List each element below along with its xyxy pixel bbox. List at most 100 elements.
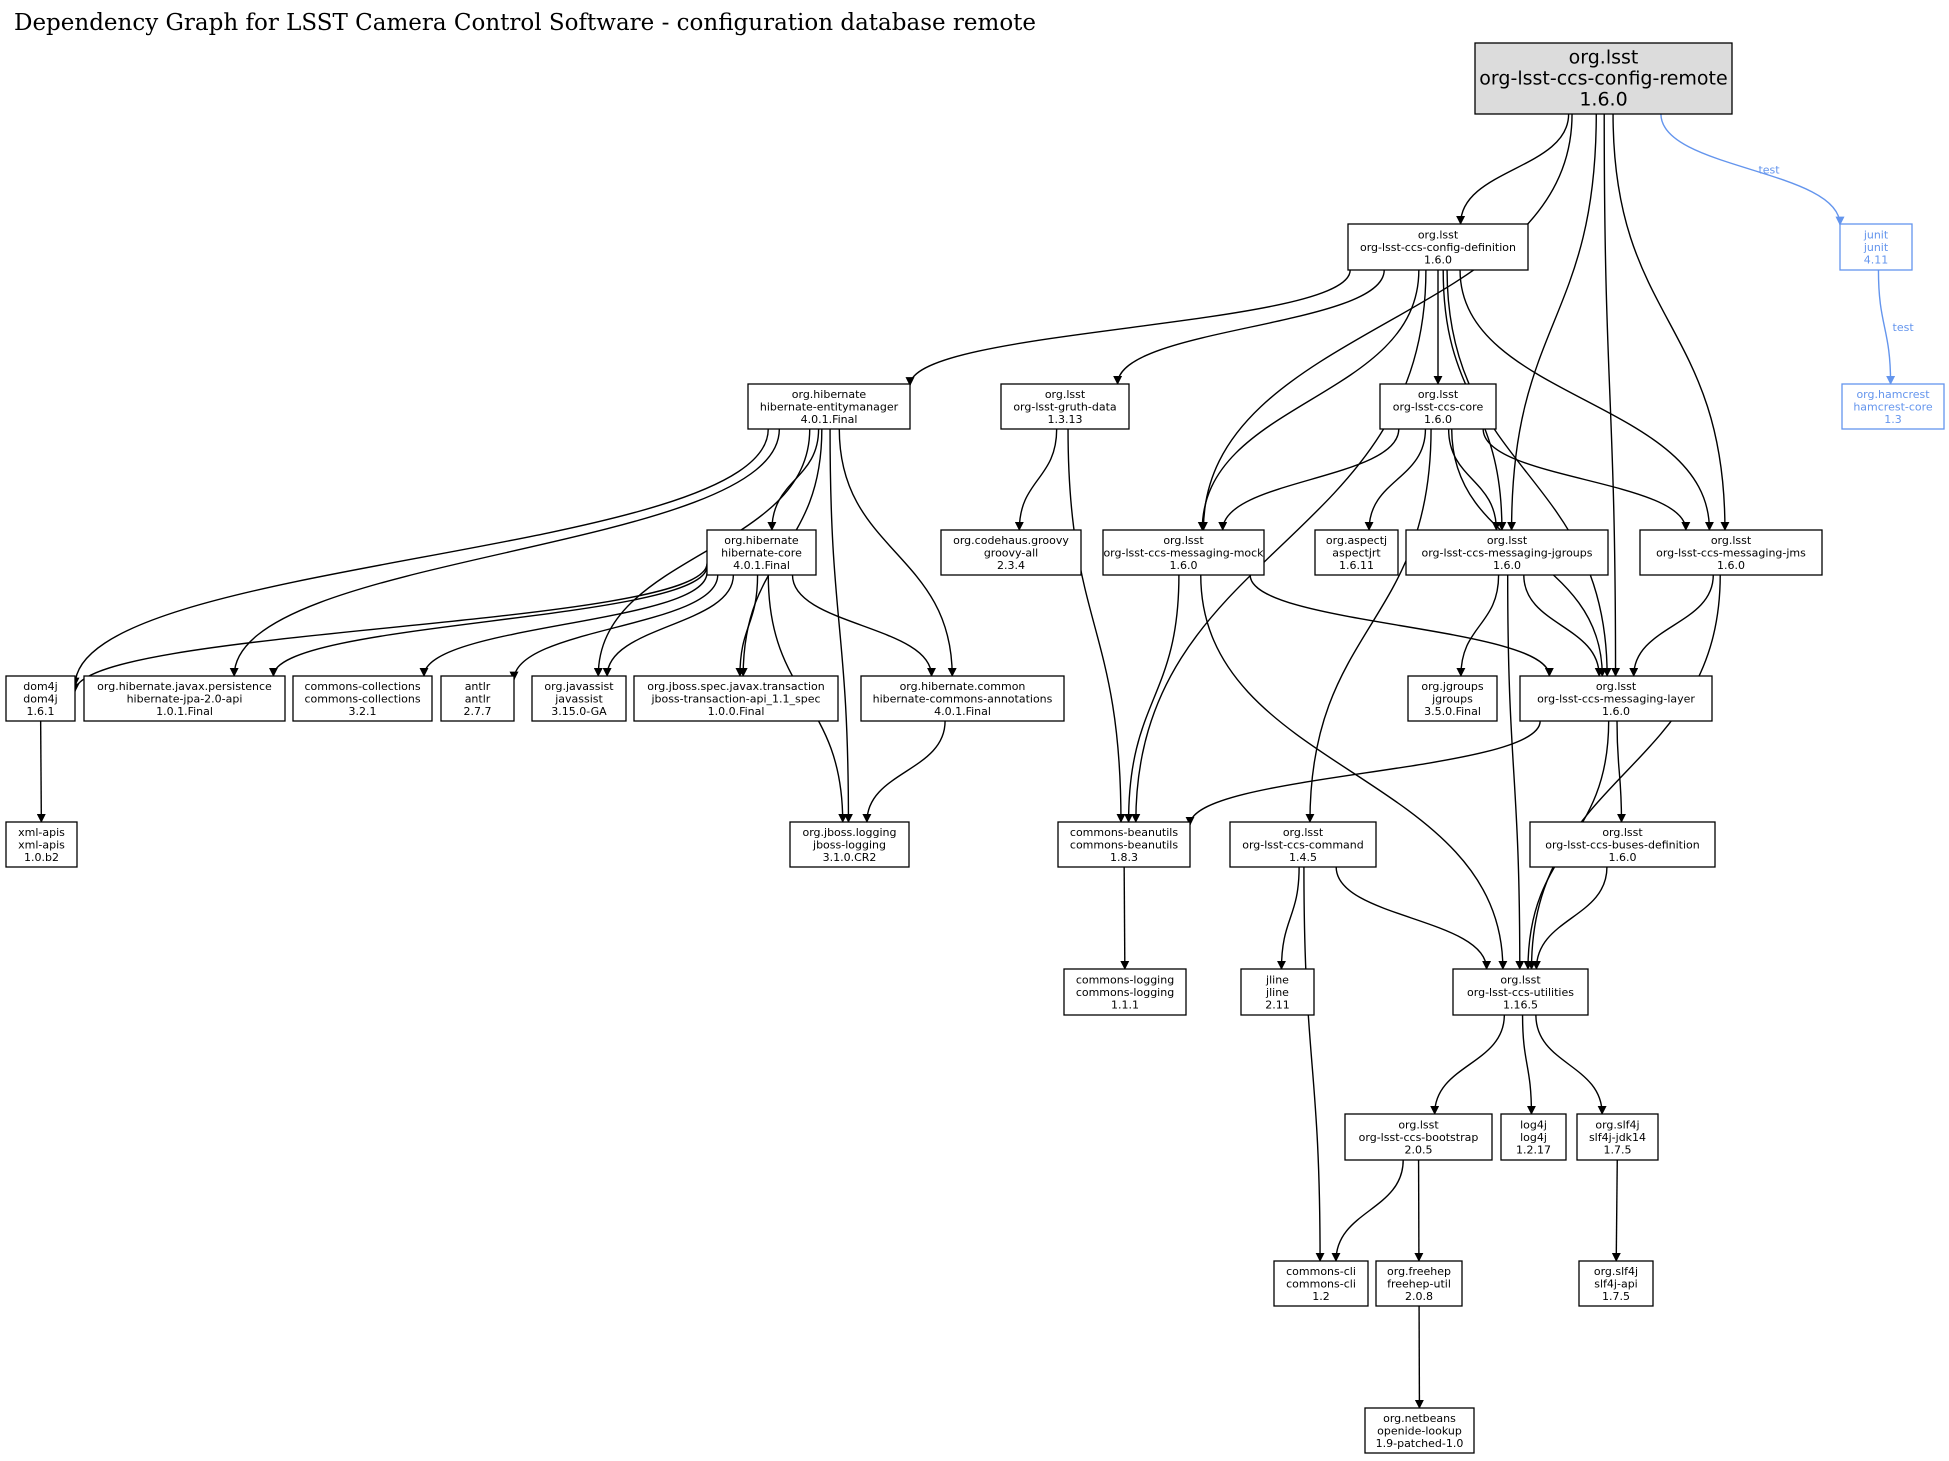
node-artifact-label: junit [1863,241,1889,254]
edge-layer-to-buses [1616,720,1626,823]
node-org-lsst-ccs-config-definition: org.lsstorg-lsst-ccs-config-definition1.… [1347,223,1529,271]
node-version-label: 1.6.0 [1170,559,1198,572]
edge-cfgdef-to-hem [905,269,1351,387]
node-version-label: 1.6.1 [27,705,55,718]
node-artifact-label: org-lsst-ccs-core [1393,401,1484,414]
node-group-label: commons-collections [304,680,420,693]
node-group-label: junit [1863,229,1889,242]
node-group-label: org.lsst [1418,229,1459,242]
node-group-label: org.lsst [1045,388,1086,401]
edge-hcore-to-javassist [602,574,735,677]
node-group-label: org.slf4j [1594,1265,1638,1278]
node-artifact-label: org-lsst-ccs-utilities [1467,986,1574,999]
edge-buses-to-utils [1531,866,1608,970]
node-version-label: 3.5.0.Final [1424,705,1481,718]
node-artifact-label: commons-collections [304,693,420,706]
node-box-jgroups [1407,675,1498,722]
node-version-label: 1.2.17 [1516,1144,1551,1157]
node-box-org-lsst-ccs-command [1229,821,1377,868]
node-version-label: 1.6.0 [1424,413,1452,426]
edge-root-to-jgroupsmsg [1507,113,1597,531]
edge-junit-to-hamcrest [1877,269,1896,385]
node-version-label: 3.15.0-GA [551,705,607,718]
node-artifact-label: org-lsst-ccs-config-definition [1360,241,1516,254]
node-box-org-lsst-ccs-messaging-jms [1639,529,1823,576]
node-box-openide-lookup [1364,1407,1475,1454]
node-group-label: org.lsst [1163,534,1204,547]
edge-dom4j-to-xmlapis [36,720,46,823]
node-box-commons-beanutils [1057,821,1191,868]
edge-root-to-mock [1198,113,1573,531]
edge-cfgdef-to-beanutils [1131,269,1427,823]
node-version-label: 1.3.13 [1048,413,1083,426]
node-version-label: 1.6.0 [1717,559,1745,572]
node-group-label: commons-cli [1286,1265,1356,1278]
node-box-javassist [531,675,627,722]
node-artifact-label: groovy-all [984,547,1038,560]
node-group-label: log4j [1520,1119,1547,1132]
node-group-label: org.codehaus.groovy [953,534,1069,547]
edge-cfgdef-to-gruth [1113,269,1385,385]
node-version-label: 1.1.1 [1111,999,1139,1012]
node-artifact-label: org-lsst-ccs-messaging-mock [1103,547,1264,560]
node-version-label: 4.0.1.Final [801,413,858,426]
node-version-label: 1.8.3 [1110,851,1138,864]
node-version-label: 4.0.1.Final [733,559,790,572]
node-version-label: 1.6.11 [1339,559,1374,572]
node-version-label: 1.7.5 [1602,1290,1630,1303]
edge-beanutils-to-clog [1120,866,1130,970]
node-group-label: org.lsst [1596,680,1637,693]
node-group-label: antlr [465,680,491,693]
node-artifact-label: hibernate-jpa-2.0-api [127,693,243,706]
edge-jgroupsmsg-to-utils [1506,574,1525,970]
edge-hem-to-dom4j [70,428,769,687]
node-version-label: 1.7.5 [1604,1144,1632,1157]
node-group-label: org.lsst [1569,47,1639,69]
node-artifact-label: jboss-logging [812,839,886,852]
node-version-label: 1.6.0 [1579,89,1627,111]
node-box-xml-apis [5,821,78,868]
node-version-label: 1.6.0 [1493,559,1521,572]
node-box-commons-cli [1273,1260,1369,1307]
node-version-label: 3.1.0.CR2 [823,851,877,864]
edge-hcore-to-jta [735,574,759,677]
node-group-label: org.hibernate.common [900,680,1026,693]
edge-command-to-utils [1335,866,1492,970]
node-group-label: org.javassist [544,680,614,693]
node-version-label: 4.0.1.Final [934,705,991,718]
node-version-label: 1.0.b2 [24,851,59,864]
node-box-antlr [440,675,515,722]
node-openide-lookup: org.netbeansopenide-lookup1.9-patched-1.… [1364,1407,1475,1454]
edge-hem-to-jbosslog [829,428,853,823]
node-artifact-label: hamcrest-core [1853,401,1933,414]
node-version-label: 2.3.4 [997,559,1025,572]
node-box-org-lsst-ccs-config-definition [1347,223,1529,271]
edge-core-to-mock [1218,428,1400,531]
node-artifact-label: org-lsst-ccs-config-remote [1479,68,1727,90]
node-artifact-label: hibernate-entitymanager [760,401,899,414]
node-box-jboss-transaction-api-1-1-spec [633,675,839,722]
edge-cfgdef-to-jms [1459,269,1714,531]
edge-jgroupsmsg-to-layer [1523,574,1604,677]
edge-hcore-to-hcann [791,574,937,677]
node-artifact-label: org-lsst-ccs-bootstrap [1359,1131,1479,1144]
